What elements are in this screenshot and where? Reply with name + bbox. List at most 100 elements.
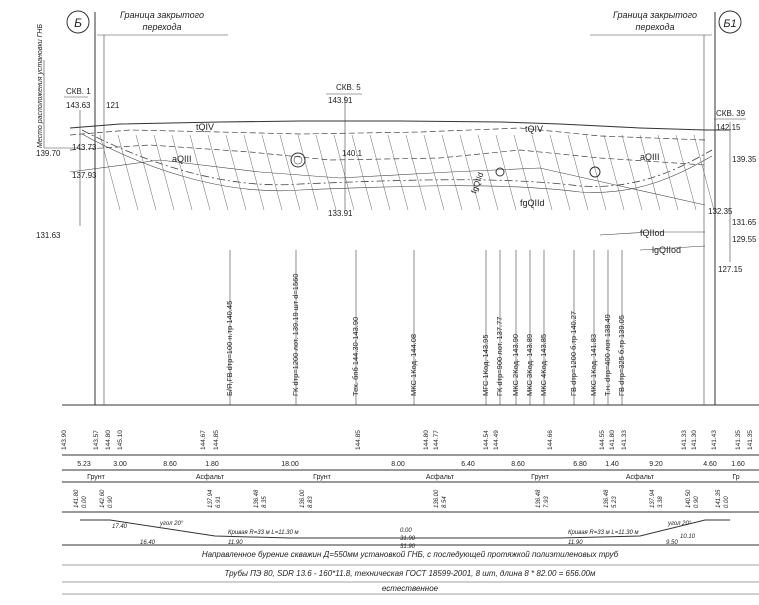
bore-elev: 7.93 — [544, 496, 550, 508]
utility-labels: Б/Я,ГВ dтр=100 н.тр 140.45 ГК dтр=1200 ло… — [225, 250, 626, 405]
bore-elev: 0.00 — [82, 496, 88, 508]
surface-type: Грунт — [313, 474, 332, 481]
bore-profile — [80, 519, 730, 539]
bore-elev: 140.50 — [686, 489, 692, 508]
ground-elev: 144.80 — [423, 430, 430, 450]
ground-elev: 144.54 — [483, 430, 490, 450]
hatch-line — [531, 134, 553, 211]
ground-elev: 144.66 — [547, 430, 554, 450]
axis-right-circle — [718, 10, 742, 34]
layer-label-3: tQIV — [525, 124, 543, 134]
ground-elev: 144.49 — [493, 430, 500, 450]
bore-elev: 136.00 — [434, 489, 440, 508]
layer-label-7: fQIIod — [640, 228, 665, 238]
axis-right-mark: Б1 — [723, 18, 736, 30]
bore-elev: 136.00 — [300, 489, 306, 508]
len-e: 31.90 — [400, 536, 416, 542]
distance-value: 6.40 — [461, 461, 475, 468]
hatch-line — [135, 134, 157, 211]
hatch-line — [693, 134, 715, 211]
layer-label-5: fgQIId — [520, 198, 545, 208]
hatch-line — [117, 134, 139, 211]
header-left: Граница закрытого — [120, 10, 204, 20]
hatch-line — [495, 134, 517, 211]
header-right-2: перехода — [636, 22, 675, 32]
hatch-line — [297, 134, 319, 211]
utility-label: ГК dтр=900 лот. 137.77 — [495, 317, 504, 396]
distance-value: 1.60 — [731, 461, 745, 468]
hatch-line — [657, 134, 679, 211]
bore-elev: 8.54 — [442, 496, 448, 508]
utility-label: ГК dтр=1200 лот. 139.19 шт d=1560 — [291, 274, 300, 396]
utility-pipe-inner — [293, 155, 303, 165]
distance-value: 3.00 — [113, 461, 127, 468]
ground-elev: 141.35 — [735, 430, 742, 450]
mark-right-2: 132.35 — [708, 207, 733, 216]
ground-elev: 141.35 — [747, 430, 754, 450]
mark-right-3: 131.65 — [732, 218, 757, 227]
layer-boundary-3 — [69, 159, 706, 206]
distance-value: 6.80 — [573, 461, 587, 468]
utility-label: Т.н. dтр=400 лот 138.49 — [603, 314, 612, 396]
surface-type: Асфальт — [426, 474, 455, 481]
utility-pipe-small — [495, 167, 505, 177]
hatching — [99, 134, 715, 211]
ground-elev: 144.67 — [200, 430, 207, 450]
hatch-line — [675, 134, 697, 211]
mark-right-1: 139.35 — [732, 155, 757, 164]
borehole-5-elev: 143.91 — [328, 96, 353, 105]
hatch-line — [315, 134, 337, 211]
layer-label-6: fgQIId — [469, 171, 485, 195]
distance-value: 1.40 — [605, 461, 619, 468]
surface-type: Асфальт — [626, 474, 655, 481]
hatch-line — [279, 134, 301, 211]
ground-elev: 141.43 — [711, 430, 718, 450]
hatch-line — [351, 134, 373, 211]
ground-elev: 145.10 — [117, 430, 124, 450]
utility-label: Б/Я,ГВ dтр=100 н.тр 140.45 — [225, 301, 234, 396]
borehole-1-elev: 143.63 — [66, 101, 91, 110]
bore-elev: 136.48 — [536, 489, 542, 508]
angle-left: угол 20° — [159, 521, 184, 527]
hatch-line — [423, 134, 445, 211]
utility-label: ГВ dтр=325 б.тр 139.05 — [617, 315, 626, 396]
bore-elev: 8.35 — [262, 496, 268, 508]
hatch-line — [99, 134, 121, 211]
utility-pipe-circle — [290, 152, 306, 168]
mark-left-e3: 137.93 — [72, 171, 97, 180]
mark-right-4: 129.55 — [732, 235, 757, 244]
mark-mid-1: 140.1 — [342, 149, 363, 158]
bore-elev: 137.94 — [208, 489, 214, 508]
bore-elev: 136.48 — [604, 489, 610, 508]
layer-boundary-1 — [69, 127, 706, 141]
len-d: 0.00 — [400, 528, 412, 534]
mark-left-bottom: 131.63 — [36, 231, 61, 240]
surface-type: Грунт — [531, 474, 550, 481]
distance-value: 5.23 — [77, 461, 91, 468]
bore-elev: 5.23 — [612, 496, 618, 508]
ground-elev: 141.80 — [609, 430, 616, 450]
len-a: 17.40 — [112, 524, 128, 530]
layer-boundary-4 — [599, 231, 705, 236]
note-line-1: Направленное бурение скважин Д=550мм уст… — [202, 550, 619, 559]
len-g: 11.90 — [568, 540, 583, 546]
geology — [69, 120, 730, 251]
mark-left-top: 121 — [106, 101, 120, 110]
ground-elev: 141.33 — [681, 430, 688, 450]
hatch-line — [405, 134, 427, 211]
hatch-line — [333, 134, 355, 211]
borehole-1-id: СКВ. 1 — [66, 87, 91, 96]
side-label: Место расположения установки ГНБ — [37, 24, 44, 148]
ground-elev: 141.30 — [691, 430, 698, 450]
layer-label-2: aQIII — [172, 154, 192, 164]
axis-left-circle — [66, 10, 90, 34]
bore-elev: 136.48 — [254, 489, 260, 508]
ground-elev: 144.77 — [433, 430, 440, 450]
len-f: 31.90 — [400, 544, 416, 550]
hatch-line — [207, 134, 229, 211]
hatch-line — [189, 134, 211, 211]
utility-label: МКС 4Код. 143.85 — [539, 334, 548, 396]
distance-value: 8.60 — [511, 461, 525, 468]
ground-elev: 143.90 — [61, 430, 68, 450]
